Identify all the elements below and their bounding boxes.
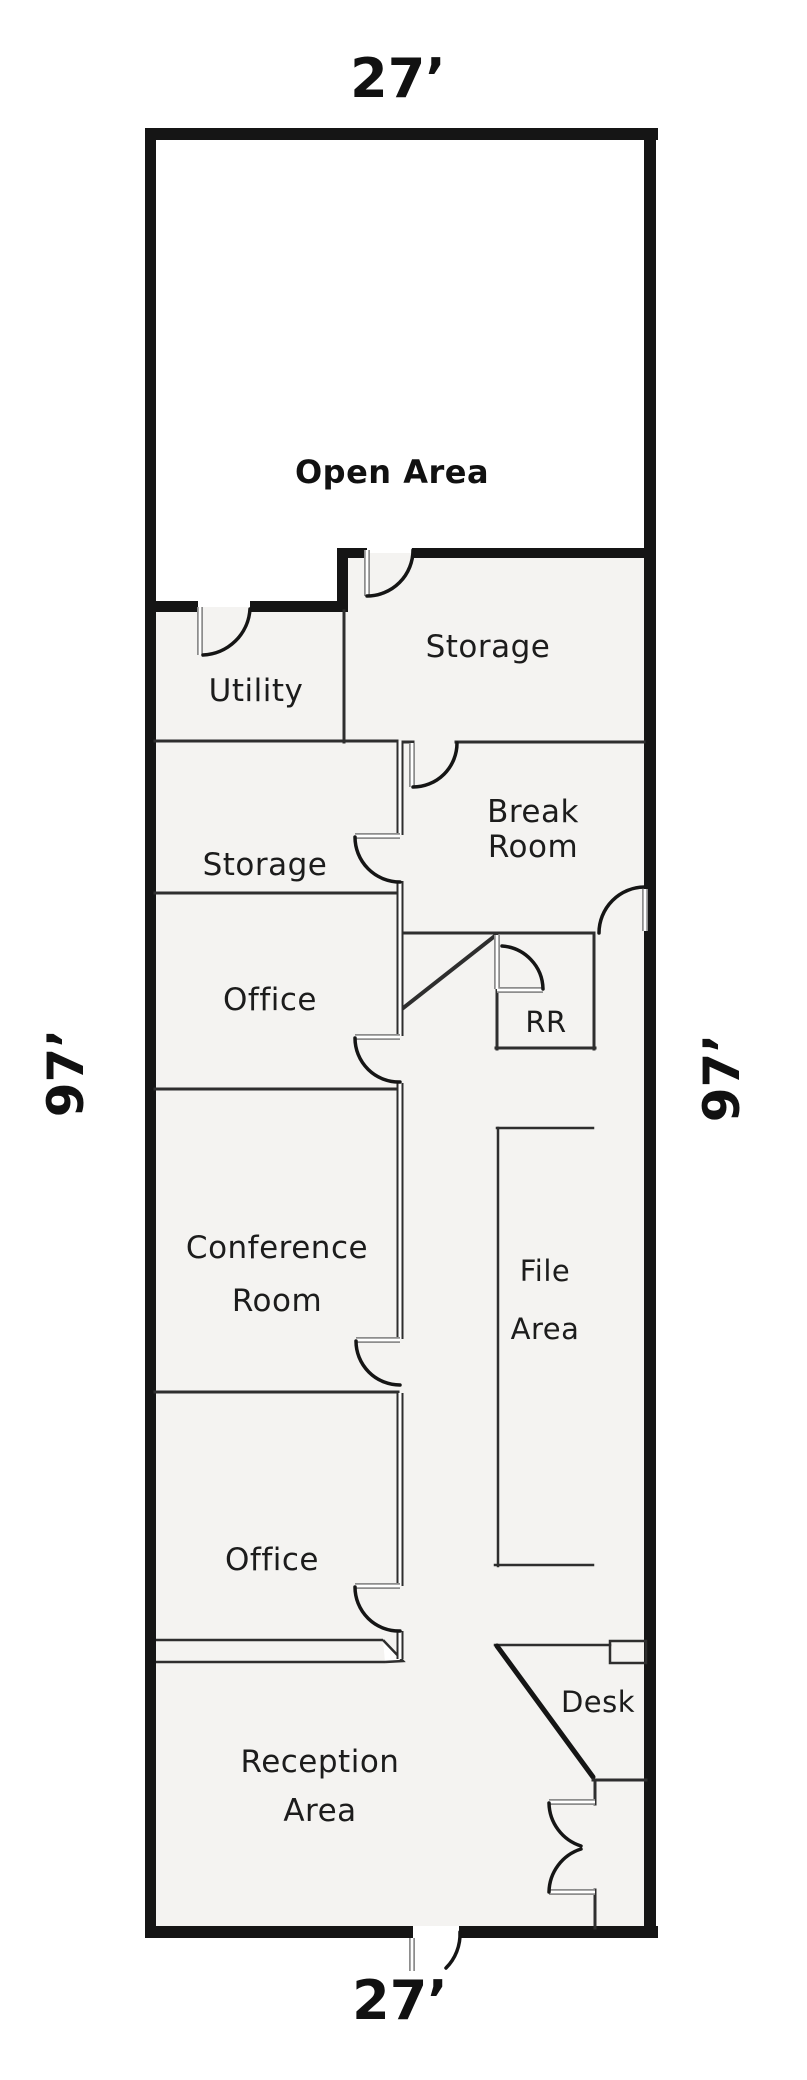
office-lower-door-arc xyxy=(353,1585,402,1633)
wall-exterior-left xyxy=(145,128,156,1938)
label-file-area-line2: Area xyxy=(511,1312,580,1346)
label-office-lower: Office xyxy=(225,1542,319,1578)
closet-double-door-arc-bottom xyxy=(547,1847,583,1894)
reception-counter xyxy=(156,1638,406,1664)
label-conference-line2: Room xyxy=(232,1283,322,1319)
label-storage-left: Storage xyxy=(203,847,328,883)
office-upper-door-arc xyxy=(353,1036,402,1084)
dimension-bottom: 27’ xyxy=(352,1969,448,2032)
wall-open-area-bottom-right-b xyxy=(412,548,644,558)
wall-open-area-bottom-left-b xyxy=(250,601,348,612)
storage-top-door-arc xyxy=(365,548,415,598)
break-room-corner-door-arc xyxy=(597,885,647,935)
wall-exterior-bottom-left xyxy=(145,1926,413,1938)
desk-front-diagonal xyxy=(494,1643,596,1780)
label-office-upper: Office xyxy=(223,982,317,1018)
dimension-top: 27’ xyxy=(350,47,446,110)
conference-door-arc xyxy=(354,1339,402,1387)
dimension-right: 97’ xyxy=(693,1034,751,1123)
label-reception-line2: Area xyxy=(283,1793,356,1829)
label-storage-top: Storage xyxy=(426,629,551,665)
utility-door-arc xyxy=(201,607,252,657)
restroom-door-arc xyxy=(500,944,545,991)
wall-open-area-bottom-right-a xyxy=(337,548,367,558)
label-break-room-line1: Break xyxy=(487,794,579,830)
label-file-area-line1: File xyxy=(520,1254,571,1288)
break-room-door-arc xyxy=(411,741,459,789)
label-restroom: RR xyxy=(525,1005,566,1039)
wall-angled-chase xyxy=(399,932,499,1012)
dimension-left: 97’ xyxy=(37,1029,95,1118)
storage-left-door-arc xyxy=(353,835,402,884)
open-area-floor-fill xyxy=(156,138,644,601)
entry-door-arc xyxy=(444,1930,462,1970)
door-leaves-core xyxy=(198,550,647,1971)
label-reception-line1: Reception xyxy=(241,1744,400,1780)
label-conference-line1: Conference xyxy=(186,1230,368,1266)
wall-open-area-step xyxy=(337,548,348,612)
wall-open-area-bottom-left-a xyxy=(145,601,198,612)
wall-exterior-bottom-right xyxy=(459,1926,658,1938)
wall-exterior-top xyxy=(145,128,658,140)
label-open-area: Open Area xyxy=(295,453,489,491)
label-desk: Desk xyxy=(561,1685,635,1719)
wall-exterior-right xyxy=(644,128,656,1938)
desk-shelf-box xyxy=(608,1639,648,1665)
label-utility: Utility xyxy=(209,673,304,709)
label-break-room-line2: Room xyxy=(488,829,578,865)
closet-double-door-arc-top xyxy=(547,1801,583,1848)
